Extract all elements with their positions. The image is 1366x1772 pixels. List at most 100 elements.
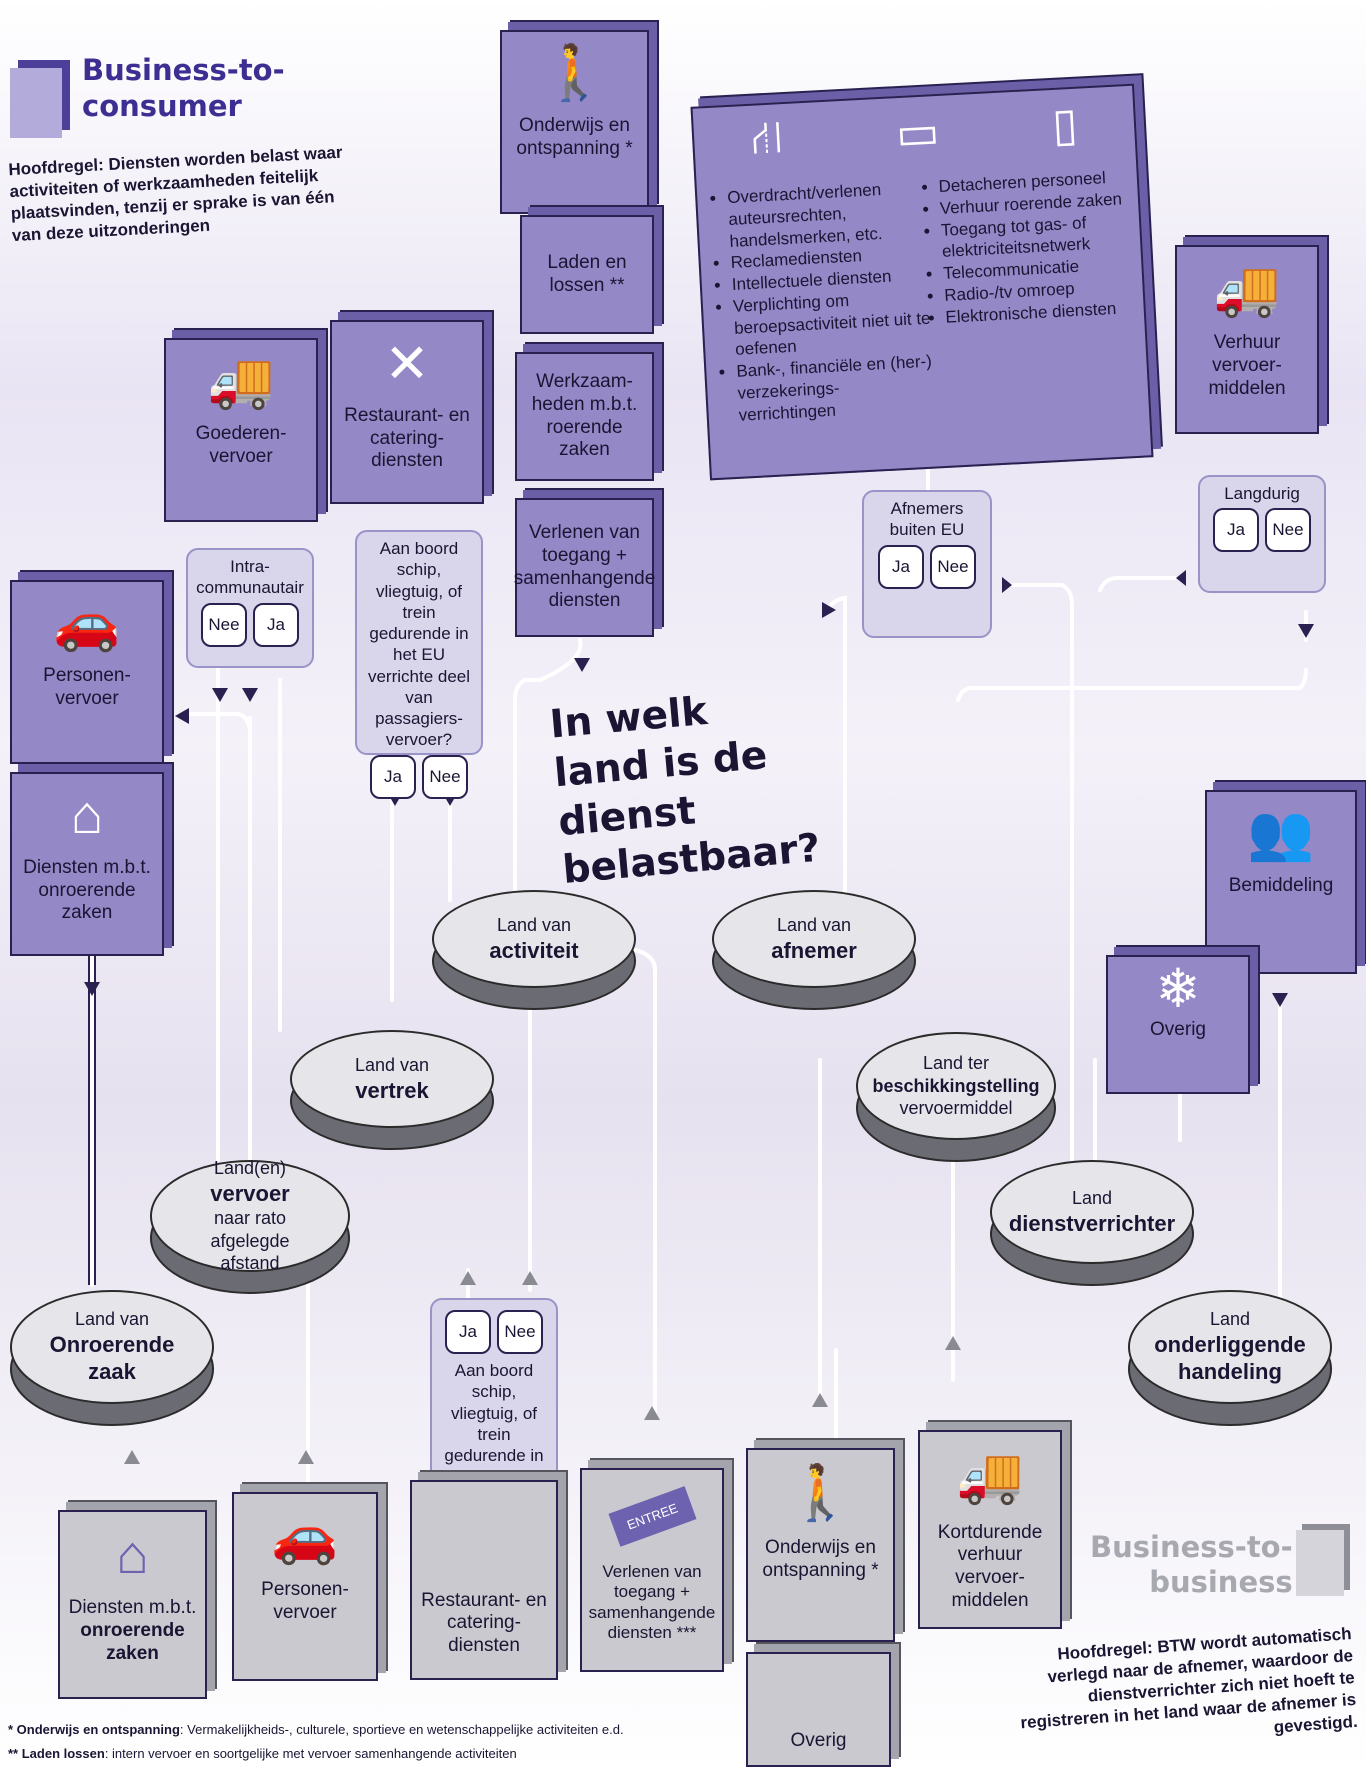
disc-pre: Land van xyxy=(496,915,572,935)
b2c-rule: Hoofdregel: Diensten worden belast waar … xyxy=(7,142,343,246)
road-icon: ⛙ xyxy=(749,110,785,164)
b2c-title: Business-to- consumer xyxy=(82,52,285,125)
answer-ja[interactable]: Ja xyxy=(445,1310,491,1354)
footnote-1: * Onderwijs en ontspanning: Vermakelijkh… xyxy=(8,1722,624,1737)
box-label: Verhuur vervoer-middelen xyxy=(1208,332,1286,399)
central-question: In welk land is de dienst belastbaar? xyxy=(548,688,823,894)
box-label: Overig xyxy=(790,1730,847,1752)
truck-car-icon: 🚚 xyxy=(956,1446,1024,1507)
big-box-left-list: Overdracht/verlenen auteursrechten, hand… xyxy=(713,177,937,427)
box-label: Personen-vervoer xyxy=(43,664,131,709)
disc-pre: Land xyxy=(1209,1309,1251,1330)
answer-ja[interactable]: Ja xyxy=(253,602,299,647)
bottom-box-restaurant: Restaurant- en catering-diensten xyxy=(410,1480,558,1680)
big-box-right-list: Detacheren personeelVerhuur roerende zak… xyxy=(924,166,1133,415)
answer-nee[interactable]: Nee xyxy=(497,1310,543,1354)
disc-pre: Land van xyxy=(74,1309,150,1330)
answer-ja[interactable]: Ja xyxy=(370,754,416,799)
box-overig: ❄Overig xyxy=(1106,955,1250,1094)
bottom-box-personen: 🚗Personen-vervoer xyxy=(232,1492,378,1681)
box-verhuur: 🚚 Verhuur vervoer-middelen xyxy=(1175,245,1319,434)
disc-post: vervoermiddel xyxy=(899,1098,1013,1119)
b2c-title-line1: Business-to- xyxy=(82,53,285,87)
disc-bold: onderliggende handeling xyxy=(1154,1331,1306,1385)
box-label: Werkzaam-heden m.b.t. roerende zaken xyxy=(531,370,638,461)
b2b-title-line2: business xyxy=(1149,1564,1293,1599)
truck-car-icon: 🚚 xyxy=(1213,259,1281,320)
disc-post: naar rato afgelegde afstand xyxy=(210,1208,290,1274)
disc-pre: Land van xyxy=(354,1055,430,1075)
box-label: Kortdurende verhuur vervoer-middelen xyxy=(937,1521,1043,1612)
box-personenvervoer: 🚗 Personen-vervoer xyxy=(10,580,164,764)
snowflake-icon: ❄ xyxy=(1155,958,1201,1019)
bottom-box-onderwijs: 🚶 Onderwijs en ontspanning * xyxy=(746,1448,895,1642)
b2c-cube-icon xyxy=(10,68,62,138)
answer-nee[interactable]: Nee xyxy=(201,602,247,647)
disc-pre: Land van xyxy=(776,915,852,935)
big-box-columns: Overdracht/verlenen auteursrechten, hand… xyxy=(696,156,1148,428)
box-label: Personen-vervoer xyxy=(261,1579,349,1623)
box-label: Restaurant- en catering-diensten xyxy=(421,1589,547,1657)
box-werkzaamheden: Werkzaam-heden m.b.t. roerende zaken xyxy=(515,352,654,481)
bottom-box-kortdurend: 🚚 Kortdurende verhuur vervoer-middelen xyxy=(918,1430,1062,1629)
people-icon: 👥 xyxy=(1247,802,1315,863)
box-label: Bemiddeling xyxy=(1228,874,1334,896)
disc-bold: dienstverrichter xyxy=(1008,1210,1176,1236)
answer-nee[interactable]: Nee xyxy=(422,754,468,799)
disc-bold: vervoer xyxy=(210,1180,290,1206)
b2b-cube-icon xyxy=(1296,1530,1344,1596)
box-label: Goederen-vervoer xyxy=(195,422,287,467)
box-bemiddeling: 👥 Bemiddeling xyxy=(1205,790,1357,974)
disc-bold: afnemer xyxy=(771,937,857,963)
question-label: Langdurig xyxy=(1224,484,1300,503)
question-label: Afnemers buiten EU xyxy=(889,499,965,540)
phone-icon: ▯ xyxy=(1050,97,1079,151)
box-label: Overig xyxy=(1150,1019,1206,1041)
box-laden: Laden en lossen ** xyxy=(520,215,654,334)
disc-pre: Land(en) xyxy=(213,1158,287,1179)
box-label: Restaurant- en catering-diensten xyxy=(344,404,470,472)
box-overige-diensten: ⛙▭▯ Overdracht/verlenen auteursrechten, … xyxy=(690,83,1154,481)
box-label: Onderwijs en ontspanning * xyxy=(762,1537,879,1582)
disc-bold: beschikkingstelling xyxy=(872,1075,1040,1096)
question-label: Intra-communautair xyxy=(196,557,304,598)
answer-ja[interactable]: Ja xyxy=(1213,508,1259,553)
disc-bold: Onroerende zaak xyxy=(49,1331,175,1385)
b2c-title-line2: consumer xyxy=(82,89,242,124)
disc-bold: activiteit xyxy=(489,937,579,963)
bottom-box-overig: Overig xyxy=(746,1652,891,1767)
box-label: Laden en lossen ** xyxy=(547,251,627,296)
car-icon: 🚗 xyxy=(53,592,121,653)
answer-nee[interactable]: Nee xyxy=(930,544,976,589)
bottom-box-toegang: ENTREE Verlenen van toegang + samenhange… xyxy=(580,1468,724,1672)
box-onroerend: ⌂Diensten m.b.t. onroerende zaken xyxy=(10,772,164,956)
list-item: Overdracht/verlenen auteursrechten, hand… xyxy=(727,177,928,253)
box-restaurant: ✕ Restaurant- en catering-diensten xyxy=(330,320,484,504)
box-label: Verlenen van toegang + samenhangende die… xyxy=(513,521,656,612)
box-label: Diensten m.b.t.onroerende zaken xyxy=(68,1597,197,1664)
disc-pre: Land ter xyxy=(922,1053,990,1074)
box-goederenvervoer: 🚚Goederen-vervoer xyxy=(164,338,318,522)
fork-knife-icon: ✕ xyxy=(384,333,430,394)
box-label: Diensten m.b.t. onroerende zaken xyxy=(23,856,151,924)
disc-vervoer: Land(en)vervoer naar rato afgelegde afst… xyxy=(150,1158,350,1274)
answer-nee[interactable]: Nee xyxy=(1265,508,1311,553)
person-child-icon: 🚶 xyxy=(786,1463,855,1524)
question-aan-boord-top: Aan boord schip, vliegtuig, of trein ged… xyxy=(355,530,483,799)
box-label: Verlenen van toegang + samenhangende die… xyxy=(588,1562,716,1643)
answer-ja[interactable]: Ja xyxy=(878,544,924,589)
person-child-icon: 🚶 xyxy=(540,42,609,103)
ticket-icon: ENTREE xyxy=(582,1470,722,1562)
disc-pre: Land xyxy=(1071,1188,1113,1208)
bottom-box-onroerend: ⌂ Diensten m.b.t.onroerende zaken xyxy=(58,1510,207,1699)
list-item: Bank-, financiële en (her-) verzekerings… xyxy=(736,351,937,427)
